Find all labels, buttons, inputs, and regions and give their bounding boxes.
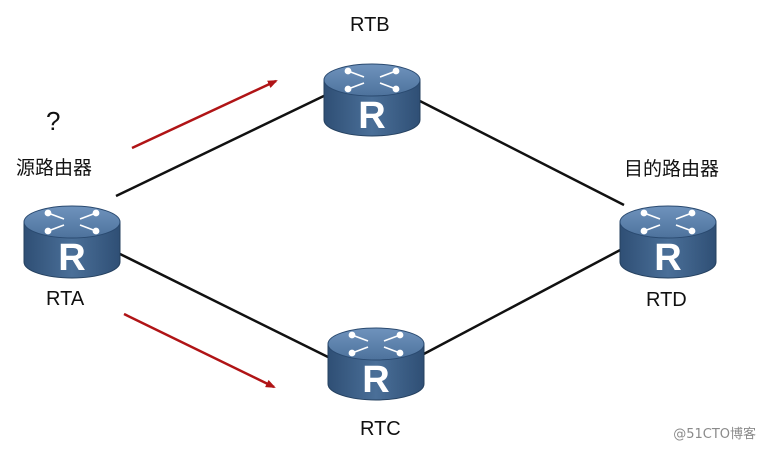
router-icon: R	[323, 63, 421, 137]
watermark: @51CTO博客	[673, 427, 756, 442]
arrow-icon	[123, 312, 276, 389]
router-symbol: R	[58, 237, 85, 279]
router-label-rtd: RTD	[646, 289, 687, 311]
link-rta-rtc	[115, 250, 331, 360]
link-rta-rtb	[115, 91, 331, 198]
question-mark: ?	[46, 106, 61, 136]
router-label-rta: RTA	[46, 288, 85, 310]
router-icon: R	[23, 205, 121, 279]
arrow-icon	[131, 79, 278, 150]
destination-router-label: 目的路由器	[624, 158, 720, 180]
router-icon: R	[619, 205, 717, 279]
source-router-label: 源路由器	[16, 157, 93, 179]
router-label-rtb: RTB	[350, 14, 390, 36]
router-symbol: R	[358, 95, 385, 137]
router-symbol: R	[362, 359, 389, 401]
links-group	[115, 91, 625, 360]
arrows-group	[123, 79, 278, 389]
router-label-rtc: RTC	[360, 418, 401, 440]
link-rtc-rtd	[419, 246, 625, 358]
router-icon: R	[327, 327, 425, 401]
routers-group: R R R R	[23, 63, 717, 401]
router-symbol: R	[654, 237, 681, 279]
link-rtb-rtd	[413, 96, 625, 207]
